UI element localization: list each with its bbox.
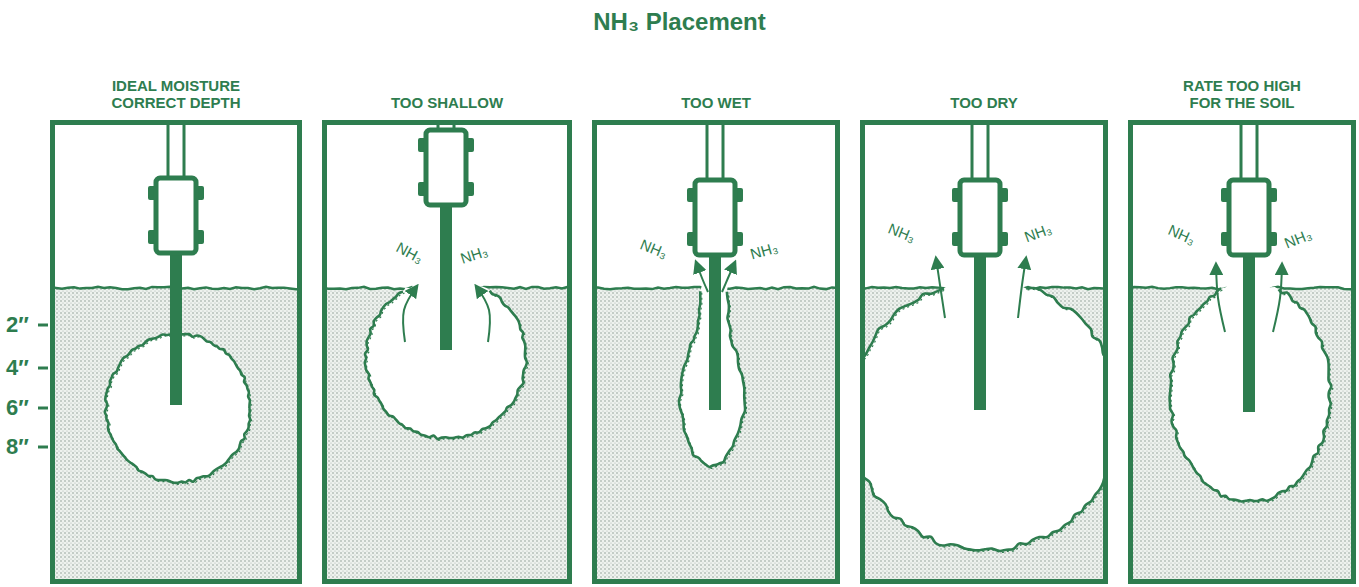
- diagram-title: NH₃ Placement: [0, 8, 1359, 36]
- applicator-knife: [1221, 122, 1277, 412]
- coupling: [156, 178, 196, 253]
- knife-blade: [170, 253, 182, 405]
- panel-box: TOO SHALLOW: [322, 120, 572, 584]
- depth-mark: 4″: [6, 355, 29, 381]
- gas-label: NH₃: [886, 219, 918, 245]
- supply-tube: [707, 122, 723, 180]
- depth-mark: 6″: [6, 395, 29, 421]
- gas-label: NH₃: [638, 235, 670, 261]
- gas-label: NH₃: [1282, 225, 1314, 251]
- applicator-knife: [952, 122, 1008, 410]
- depth-mark: 2″: [6, 312, 29, 338]
- panel-box: TOO WET: [592, 120, 840, 584]
- knife-blade: [440, 205, 452, 350]
- knife-blade: [709, 255, 721, 410]
- depth-tick: [38, 407, 48, 410]
- coupling: [960, 180, 1000, 255]
- gas-label: NH₃: [748, 239, 779, 263]
- panel-box: IDEAL MOISTURE CORRECT DEPTH: [50, 120, 302, 584]
- panel-heading: IDEAL MOISTURE CORRECT DEPTH: [101, 77, 251, 112]
- applicator-knife: [418, 122, 474, 350]
- escape-arrow: [936, 258, 945, 318]
- depth-tick: [38, 367, 48, 370]
- escape-arrow: [1018, 258, 1026, 318]
- supply-tube: [168, 122, 184, 178]
- panel-heading: RATE TOO HIGH FOR THE SOIL: [1175, 77, 1310, 112]
- depth-mark: 8″: [6, 434, 29, 460]
- escape-arrow: [476, 286, 490, 342]
- escape-arrow: [696, 262, 708, 292]
- coupling: [1229, 180, 1269, 255]
- depth-tick: [38, 446, 48, 449]
- escape-arrow: [403, 286, 417, 342]
- knife-blade: [1243, 255, 1255, 412]
- panel-heading: TOO WET: [616, 94, 816, 111]
- panel-box: TOO DRY: [860, 120, 1108, 584]
- applicator-knife: [687, 122, 743, 410]
- supply-tube: [972, 122, 988, 180]
- panel-heading: TOO DRY: [884, 94, 1084, 111]
- escape-arrow: [722, 262, 735, 292]
- coupling: [426, 130, 466, 205]
- gas-label: NH₃: [394, 238, 427, 266]
- knife-blade: [974, 255, 986, 410]
- soil-panel: [1133, 284, 1351, 579]
- applicator-knife: [148, 122, 204, 405]
- coupling: [695, 180, 735, 255]
- gas-label: NH₃: [1166, 221, 1198, 248]
- escape-arrow: [1273, 264, 1282, 332]
- escape-arrow: [1216, 264, 1225, 332]
- panel-box: RATE TOO HIGH FOR THE SOIL: [1128, 120, 1356, 584]
- panel-heading: TOO SHALLOW: [347, 94, 547, 111]
- depth-tick: [38, 324, 48, 327]
- gas-label: NH₃: [458, 242, 490, 267]
- supply-tube: [1241, 122, 1257, 180]
- gas-label: NH₃: [1022, 220, 1054, 245]
